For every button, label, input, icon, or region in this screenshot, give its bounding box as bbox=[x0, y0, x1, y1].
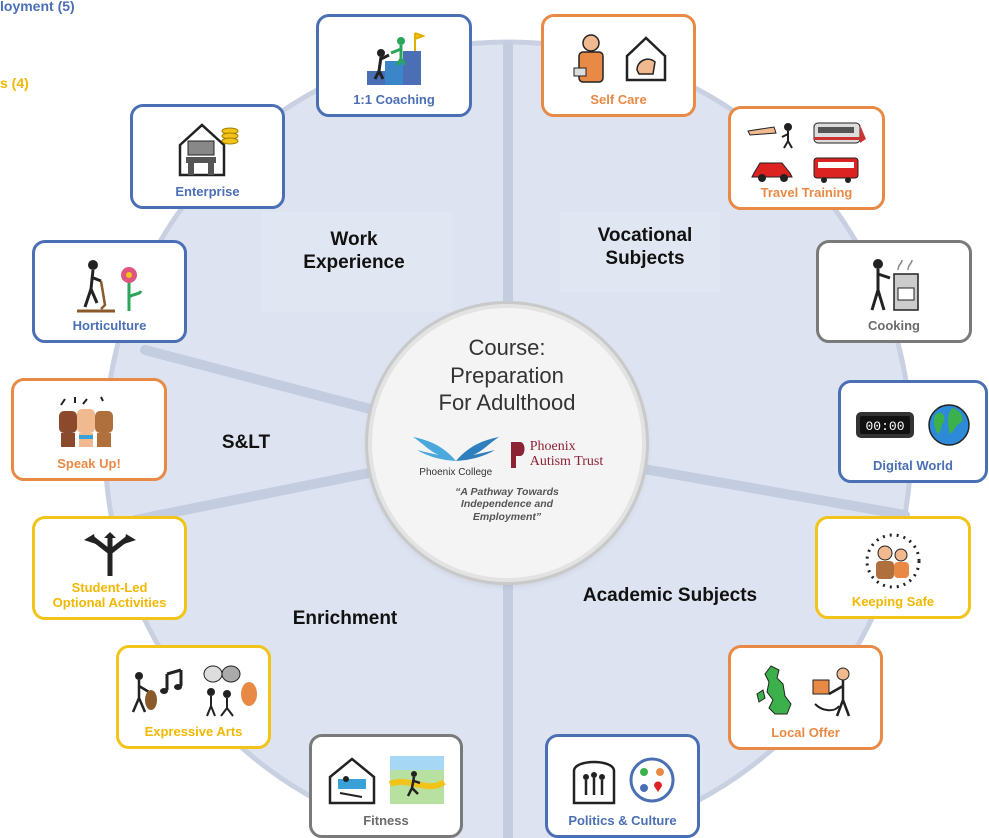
drama-icon bbox=[203, 665, 257, 717]
parliament-icon bbox=[572, 760, 615, 804]
cooking-label: Cooking bbox=[868, 318, 920, 334]
box-student-led[interactable]: Student-Led Optional Activities bbox=[32, 516, 187, 620]
culture-icon bbox=[629, 757, 674, 803]
music-icon bbox=[131, 668, 182, 713]
travel-training-label: Travel Training bbox=[760, 185, 853, 201]
self-care-label: Self Care bbox=[590, 92, 647, 108]
train-icon bbox=[813, 122, 866, 144]
box-politics-culture[interactable]: Politics & Culture bbox=[545, 734, 700, 838]
section-slt: S&LT bbox=[206, 432, 286, 455]
box-local-offer[interactable]: Local Offer bbox=[728, 645, 883, 750]
box-keeping-safe[interactable]: Keeping Safe bbox=[815, 516, 971, 619]
enrichment-label: Enrichment bbox=[292, 608, 398, 629]
box-digital-world[interactable]: 00:00 Digital World bbox=[838, 380, 988, 483]
box-expressive-arts[interactable]: Expressive Arts bbox=[116, 645, 271, 749]
raised-fists-icon bbox=[59, 396, 113, 448]
keeping-safe-label: Keeping Safe bbox=[851, 594, 935, 610]
box-speak-up[interactable]: Speak Up! bbox=[11, 378, 167, 481]
horticulture-label: Horticulture bbox=[72, 318, 147, 334]
student-led-label: Student-Led Optional Activities bbox=[52, 580, 167, 611]
gardening-icon bbox=[76, 260, 142, 313]
course-tagline: “A Pathway Towards Independence and Empl… bbox=[455, 485, 559, 523]
box-fitness[interactable]: Fitness bbox=[309, 734, 463, 838]
coaching-label: 1:1 Coaching bbox=[353, 92, 435, 108]
hand-icon bbox=[625, 36, 666, 82]
desk-icon bbox=[178, 123, 238, 177]
local-offer-label: Local Offer bbox=[771, 725, 840, 741]
section-enrichment: Enrichment bbox=[270, 608, 420, 631]
box-travel-training[interactable]: Travel Training bbox=[728, 106, 885, 210]
digital-world-label: Digital World bbox=[873, 458, 953, 474]
bus-icon bbox=[813, 157, 858, 183]
globe-icon bbox=[928, 404, 970, 446]
course-title: Course: Preparation For Adulthood bbox=[438, 335, 576, 415]
section-vocational-subjects: Vocational Subjects bbox=[570, 225, 720, 271]
legend-other: s (4) bbox=[0, 75, 29, 91]
box-self-care[interactable]: Self Care bbox=[541, 14, 696, 117]
enterprise-label: Enterprise bbox=[175, 184, 240, 200]
fitness-label: Fitness bbox=[363, 813, 409, 829]
swimming-icon bbox=[328, 756, 376, 804]
running-icon bbox=[388, 755, 446, 804]
safety-circle-icon bbox=[865, 533, 921, 589]
clock-readout: 00:00 bbox=[865, 419, 904, 434]
car-icon bbox=[750, 162, 793, 182]
offer-icon bbox=[812, 667, 850, 717]
expressive-arts-label: Expressive Arts bbox=[144, 724, 243, 740]
trust-name: Phoenix Autism Trust bbox=[529, 439, 604, 469]
digital-clock-icon: 00:00 bbox=[856, 412, 914, 439]
legend-employment: loyment (5) bbox=[0, 0, 75, 14]
pointing-icon bbox=[746, 123, 793, 149]
phoenix-college-logo: Phoenix College bbox=[411, 433, 501, 478]
box-horticulture[interactable]: Horticulture bbox=[32, 240, 187, 343]
section-academic-subjects: Academic Subjects bbox=[550, 585, 790, 608]
center-course-circle: Course: Preparation For Adulthood Phoeni… bbox=[372, 308, 642, 578]
uk-map-icon bbox=[755, 665, 792, 715]
wings-icon bbox=[412, 436, 499, 461]
politics-culture-label: Politics & Culture bbox=[568, 813, 677, 829]
box-enterprise[interactable]: Enterprise bbox=[130, 104, 285, 209]
vocational-label: Vocational Subjects bbox=[597, 225, 693, 269]
slt-label: S&LT bbox=[221, 432, 271, 453]
choice-arrows-icon bbox=[83, 532, 136, 577]
coaching-icon bbox=[367, 32, 425, 86]
p-logo-icon bbox=[510, 442, 525, 468]
work-experience-label: Work Experience bbox=[303, 229, 405, 273]
college-name: Phoenix College bbox=[419, 466, 493, 478]
academic-label: Academic Subjects bbox=[582, 585, 758, 606]
box-coaching[interactable]: 1:1 Coaching bbox=[316, 14, 472, 117]
logos-row: Phoenix College Phoenix Autism Trust bbox=[372, 433, 642, 478]
cooking-icon bbox=[870, 259, 919, 311]
self-care-person-icon bbox=[573, 34, 604, 83]
section-work-experience: Work Experience bbox=[279, 229, 429, 275]
box-cooking[interactable]: Cooking bbox=[816, 240, 972, 343]
speak-up-label: Speak Up! bbox=[57, 456, 121, 472]
phoenix-trust-logo: Phoenix Autism Trust bbox=[509, 439, 604, 470]
